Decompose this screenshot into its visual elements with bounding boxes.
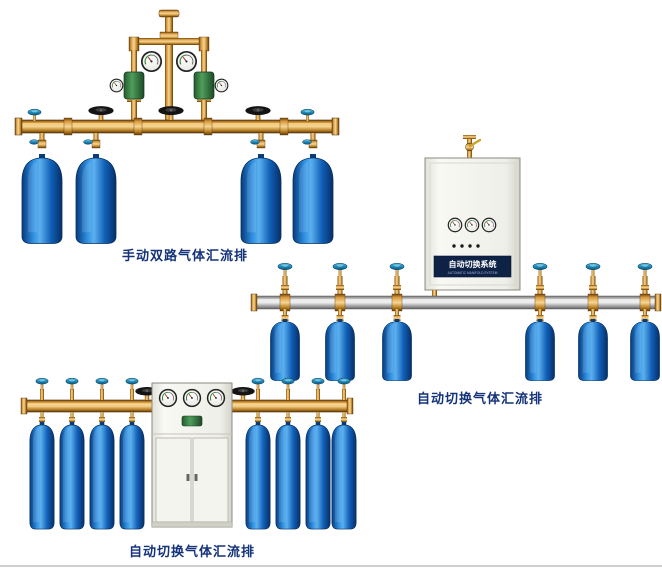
cylinder-station	[119, 377, 145, 530]
control-cabinet: 自动切换系统 AUTOMATIC MANIFOLD SYSTEM	[424, 135, 521, 291]
cylinder-valve-handle	[83, 139, 93, 145]
figure-caption: 自动切换气体汇流排	[416, 391, 543, 406]
indicator-dot	[476, 244, 480, 248]
figure-caption: 手动双路气体汇流排	[121, 248, 248, 263]
gas-cylinder	[525, 319, 555, 381]
gas-cylinder	[59, 422, 85, 530]
station-valve-icon	[332, 262, 348, 276]
cabinet-nameplate	[433, 255, 512, 278]
control-cabinet	[151, 382, 233, 528]
cylinder-valve-handle	[302, 139, 312, 145]
gas-cylinder	[382, 319, 412, 381]
figure-auto-switch-floor-manifold	[20, 377, 357, 530]
indicator-dot	[452, 244, 456, 248]
cylinder-valve-handle	[29, 139, 39, 145]
handwheel-valve-icon	[158, 106, 184, 120]
cabinet-gauge-icon	[182, 388, 202, 408]
gas-cylinder	[270, 319, 300, 381]
cylinder-station	[305, 377, 331, 530]
cabinet-label: 自动切换系统	[449, 259, 497, 269]
station-valve-icon	[637, 262, 653, 276]
cylinder-station	[331, 377, 357, 530]
station-valve-icon	[95, 377, 109, 390]
cylinder-station	[59, 377, 85, 530]
gas-cylinder	[305, 422, 331, 530]
gas-cylinder	[292, 133, 334, 244]
station-valve-icon	[337, 377, 351, 390]
pressure-gauge-icon	[140, 50, 163, 73]
gas-cylinder	[245, 422, 271, 530]
gas-cylinder	[325, 319, 355, 381]
cabinet-gauge-icon	[158, 388, 178, 408]
door-handle	[194, 474, 198, 481]
cabinet-gauge-icon	[464, 217, 480, 233]
cylinder-station	[325, 262, 355, 381]
gas-cylinder	[240, 133, 282, 244]
station-valve-icon	[277, 262, 293, 276]
gas-cylinder	[21, 133, 63, 244]
cylinder-station	[275, 377, 301, 530]
manifold-pipe	[14, 117, 340, 136]
gas-cylinder	[578, 319, 608, 381]
pressure-gauge-icon	[214, 78, 229, 93]
cylinder-station	[525, 262, 555, 381]
pressure-regulator	[109, 50, 163, 122]
cylinder-station	[89, 377, 115, 530]
cabinet-gauge-icon	[481, 217, 497, 233]
gas-cylinder	[89, 422, 115, 530]
cylinder-station	[29, 377, 55, 530]
station-valve-icon	[389, 262, 405, 276]
header-piping	[128, 9, 210, 122]
cabinet-badge	[181, 415, 203, 427]
station-valve-icon	[65, 377, 79, 390]
indicator-dot	[468, 244, 472, 248]
cylinder-station	[630, 262, 660, 381]
gas-cylinder	[275, 422, 301, 530]
cylinder-station	[270, 262, 300, 381]
cabinet-gauge-icon	[447, 217, 463, 233]
cabinet-door	[155, 437, 192, 523]
cylinder-valve-handle	[250, 139, 260, 145]
handwheel-valve-icon	[88, 106, 114, 120]
gas-cylinder	[119, 422, 145, 530]
cabinet-sublabel: AUTOMATIC MANIFOLD SYSTEM	[448, 271, 498, 275]
station-valve-icon	[35, 377, 49, 390]
figure-caption: 自动切换气体汇流排	[128, 544, 255, 559]
cylinder-station	[578, 262, 608, 381]
station-valve-icon	[585, 262, 601, 276]
handwheel-valve-icon	[245, 106, 271, 120]
manifold-pipe	[250, 290, 662, 312]
cabinet-gauge-icon	[206, 388, 226, 408]
station-valve-icon	[281, 377, 295, 390]
purge-valve-icon	[27, 108, 42, 121]
bottom-border-line	[0, 565, 662, 567]
gas-cylinder	[630, 319, 660, 381]
station-valve-icon	[251, 377, 265, 390]
handwheel-valve-icon	[231, 387, 255, 400]
gas-cylinder	[331, 422, 357, 530]
station-valve-icon	[532, 262, 548, 276]
cylinder-station	[382, 262, 412, 381]
door-handle	[186, 474, 190, 481]
figure-auto-switch-wall-manifold: 自动切换系统 AUTOMATIC MANIFOLD SYSTEM	[250, 135, 662, 381]
station-valve-icon	[311, 377, 325, 390]
pressure-gauge-icon	[109, 78, 124, 93]
figure-manual-dual-manifold	[14, 9, 340, 244]
pressure-regulator	[175, 50, 229, 122]
gas-cylinder	[29, 422, 55, 530]
cylinder-station	[245, 377, 271, 530]
gas-cylinder	[75, 133, 117, 244]
cabinet-door	[192, 437, 229, 523]
station-valve-icon	[125, 377, 139, 390]
indicator-dot	[460, 244, 464, 248]
purge-valve-icon	[300, 108, 315, 121]
pressure-gauge-icon	[175, 50, 198, 73]
